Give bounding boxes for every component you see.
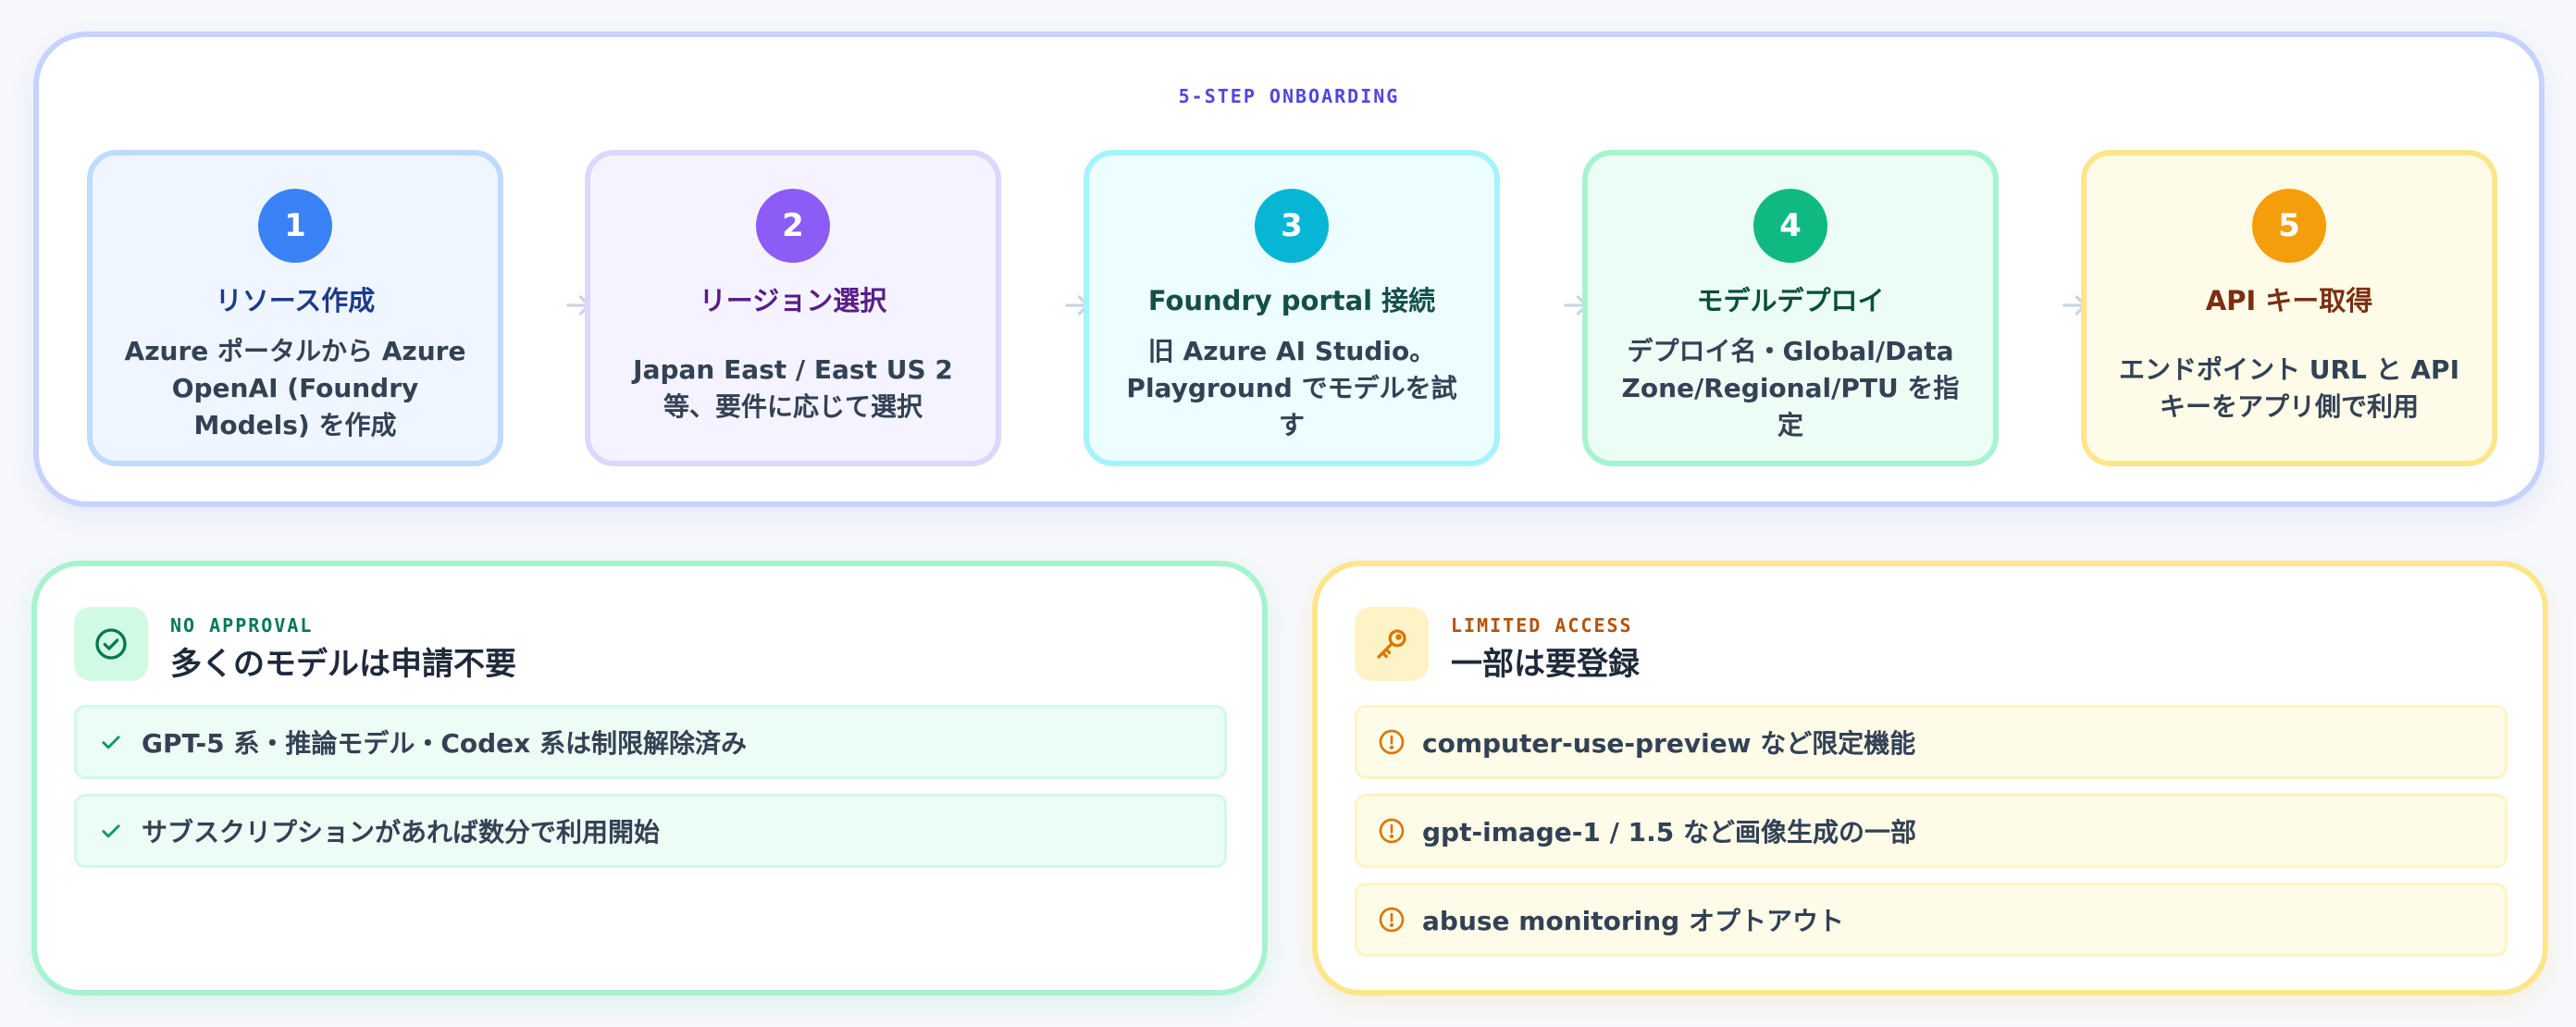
step-description: 旧 Azure AI Studio。Playground でモデルを試す [1126, 336, 1457, 440]
step-card-1: 1 リソース作成 Azure ポータルから Azure OpenAI (Foun… [87, 150, 503, 466]
list-item-text: abuse monitoring オプトアウト [1422, 906, 1844, 936]
step-number-badge: 5 [2252, 189, 2326, 263]
onboarding-kicker: 5-STEP ONBOARDING [1178, 85, 1400, 107]
alert-circle-icon [1376, 815, 1407, 847]
list-item: サブスクリプションがあれば数分で利用開始 [74, 794, 1227, 868]
list-item: abuse monitoring オプトアウト [1355, 883, 2508, 957]
step-title: リソース作成 [215, 285, 376, 316]
list-item: computer-use-preview など限定機能 [1355, 705, 2508, 779]
limited-access-kicker: LIMITED ACCESS [1451, 614, 1633, 637]
step-card-2: 2 リージョン選択 Japan East / East US 2 等、要件に応じ… [585, 150, 1001, 466]
no-approval-kicker: NO APPROVAL [170, 614, 314, 637]
check-icon [95, 726, 127, 758]
limited-access-heading: 一部は要登録 [1451, 646, 1640, 683]
step-card-3: 3 Foundry portal 接続 旧 Azure AI Studio。Pl… [1084, 150, 1500, 466]
list-item-text: computer-use-preview など限定機能 [1422, 728, 1916, 759]
step-number-badge: 1 [258, 189, 332, 263]
list-item-text: GPT-5 系・推論モデル・Codex 系は制限解除済み [142, 728, 747, 759]
list-item-text: サブスクリプションがあれば数分で利用開始 [142, 817, 661, 848]
list-item: gpt-image-1 / 1.5 など画像生成の一部 [1355, 794, 2508, 868]
limited-access-card: LIMITED ACCESS 一部は要登録 computer-use-previ… [1312, 561, 2548, 996]
step-title: API キー取得 [2205, 285, 2373, 316]
list-item-text: gpt-image-1 / 1.5 など画像生成の一部 [1422, 817, 1916, 848]
steps-row: 1 リソース作成 Azure ポータルから Azure OpenAI (Foun… [87, 150, 2497, 466]
step-title: Foundry portal 接続 [1147, 285, 1436, 316]
step-number-badge: 4 [1753, 189, 1827, 263]
list-item: GPT-5 系・推論モデル・Codex 系は制限解除済み [74, 705, 1227, 779]
step-description: Japan East / East US 2 等、要件に応じて選択 [633, 354, 953, 422]
step-card-4: 4 モデルデプロイ デプロイ名・Global/Data Zone/Regiona… [1582, 150, 1999, 466]
alert-circle-icon [1376, 726, 1407, 758]
step-title: リージョン選択 [699, 285, 887, 316]
onboarding-panel: 5-STEP ONBOARDING 1 リソース作成 Azure ポータルから … [33, 31, 2545, 507]
step-number-badge: 3 [1255, 189, 1329, 263]
key-icon [1355, 607, 1429, 681]
step-card-5: 5 API キー取得 エンドポイント URL と API キーをアプリ側で利用 [2081, 150, 2497, 466]
check-icon [95, 815, 127, 847]
step-description: デプロイ名・Global/Data Zone/Regional/PTU を指定 [1621, 336, 1960, 440]
step-title: モデルデプロイ [1696, 285, 1885, 316]
no-approval-heading: 多くのモデルは申請不要 [170, 646, 516, 683]
step-number-badge: 2 [756, 189, 830, 263]
no-approval-card: NO APPROVAL 多くのモデルは申請不要 GPT-5 系・推論モデル・Co… [31, 561, 1268, 996]
step-description: Azure ポータルから Azure OpenAI (Foundry Model… [124, 336, 466, 440]
step-description: エンドポイント URL と API キーをアプリ側で利用 [2119, 354, 2459, 422]
alert-circle-icon [1376, 904, 1407, 935]
check-circle-icon [74, 607, 148, 681]
